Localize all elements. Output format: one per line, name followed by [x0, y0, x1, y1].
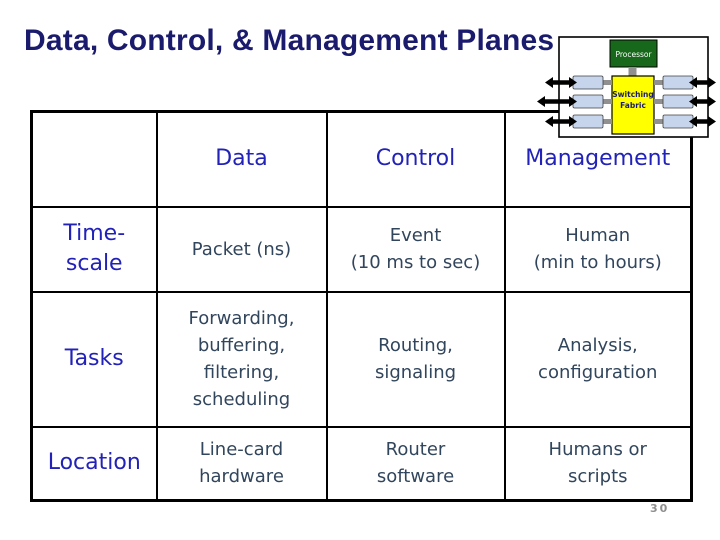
cell-tasks-data: Forwarding, buffering, filtering, schedu… — [155, 290, 328, 428]
table-row: Time- scale Packet (ns) Event (10 ms to … — [30, 205, 693, 293]
cell-timescale-data: Packet (ns) — [155, 205, 328, 293]
port-arrow-icon — [545, 77, 577, 88]
column-header-control: Control — [325, 110, 506, 208]
slide-title: Data, Control, & Management Planes — [24, 24, 555, 57]
line-card — [572, 75, 604, 90]
port-arrow-icon — [689, 116, 716, 127]
column-header-data: Data — [155, 110, 328, 208]
processor-label: Processor — [615, 50, 652, 59]
cell-timescale-control: Event (10 ms to sec) — [325, 205, 506, 293]
corner-cell — [30, 110, 158, 208]
processor-box — [609, 39, 658, 68]
page-number: 30 — [650, 502, 670, 515]
port-arrow-icon — [689, 96, 716, 107]
row-header-tasks: Tasks — [30, 290, 158, 428]
cell-location-management: Humans or scripts — [503, 425, 693, 502]
processor-fabric-connector — [628, 67, 637, 76]
card-fabric-connectors — [603, 80, 663, 124]
table-row: Tasks Forwarding, buffering, filtering, … — [30, 290, 693, 428]
row-header-timescale: Time- scale — [30, 205, 158, 293]
port-arrow-icon — [537, 96, 577, 107]
switching-fabric-label-line2: Fabric — [620, 101, 646, 110]
line-card — [662, 114, 694, 129]
row-header-location: Location — [30, 425, 158, 502]
cell-location-data: Line-card hardware — [155, 425, 328, 502]
port-arrow-icons — [537, 77, 716, 127]
line-card — [662, 94, 694, 109]
port-arrow-icon — [689, 77, 716, 88]
cell-timescale-management: Human (min to hours) — [503, 205, 693, 293]
line-card — [572, 114, 604, 129]
cell-tasks-control: Routing, signaling — [325, 290, 506, 428]
cell-tasks-management: Analysis, configuration — [503, 290, 693, 428]
line-card — [572, 94, 604, 109]
planes-table: Data Control Management Time- scale Pack… — [30, 110, 693, 502]
cell-location-control: Router software — [325, 425, 506, 502]
port-arrow-icon — [545, 116, 577, 127]
table-row: Location Line-card hardware Router softw… — [30, 425, 693, 502]
line-card — [662, 75, 694, 90]
router-diagram: Processor Switching Fabric — [537, 36, 716, 138]
switching-fabric-box — [611, 75, 655, 135]
switching-fabric-label-line1: Switching — [612, 90, 654, 99]
